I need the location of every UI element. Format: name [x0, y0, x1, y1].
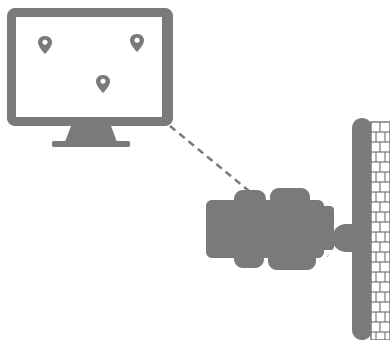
monitor-neck — [65, 126, 117, 142]
monitor-screen — [16, 17, 162, 117]
mount-pole — [352, 118, 372, 340]
brick-wall-icon — [371, 122, 390, 340]
monitor-stand — [52, 141, 130, 147]
monitor-icon — [7, 8, 173, 147]
security-camera-icon — [206, 188, 352, 270]
